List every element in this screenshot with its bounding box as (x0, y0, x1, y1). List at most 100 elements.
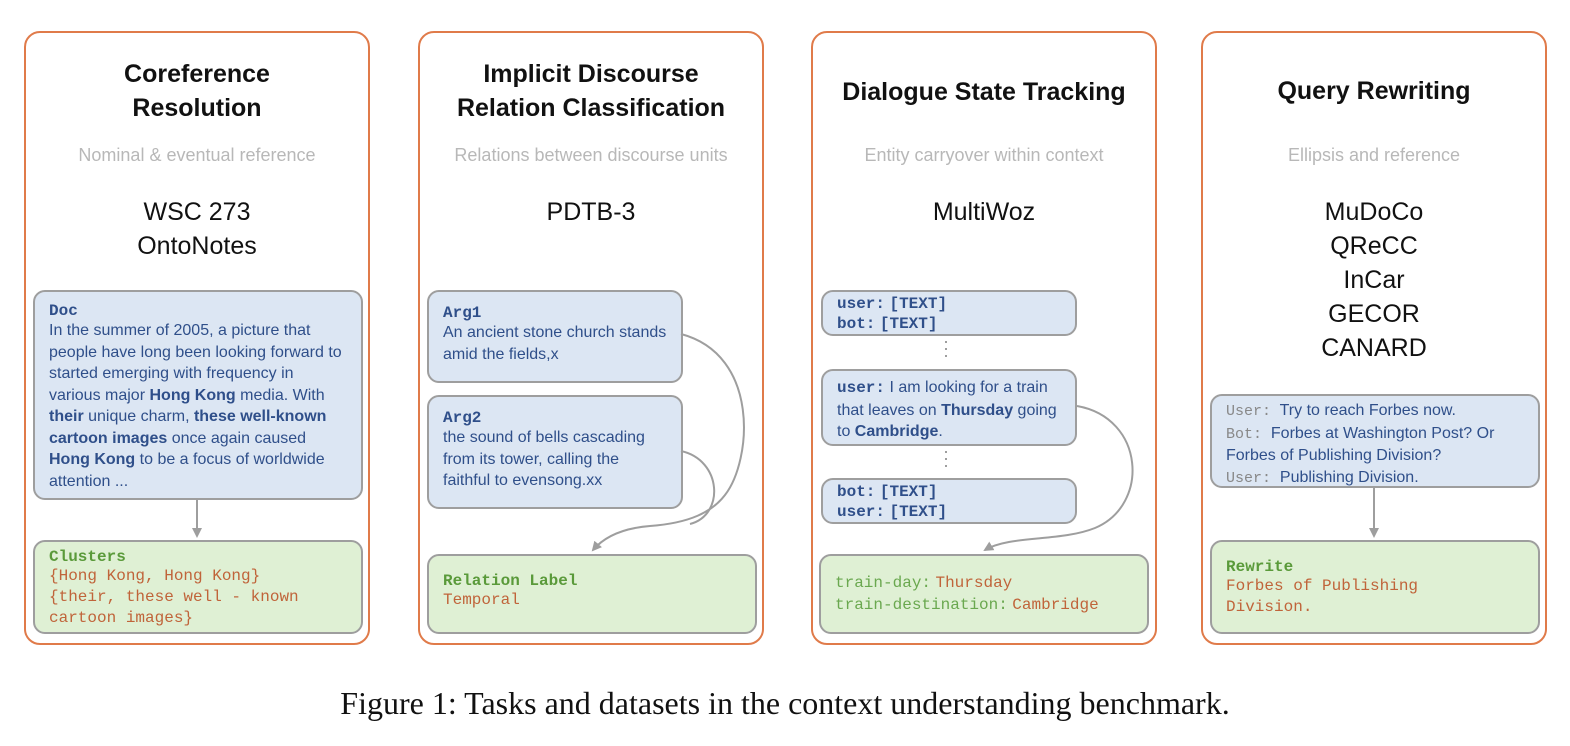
speaker-key: Bot: (1226, 425, 1263, 443)
speaker-key: user: (837, 503, 886, 521)
slot-key: train-day: (835, 574, 932, 592)
mention-cartoon-images: these well-known cartoon images (49, 408, 327, 447)
title-line: Resolution (132, 94, 262, 122)
dataset-list: MultiWoz (813, 195, 1155, 229)
doc-box: Doc In the summer of 2005, a picture tha… (33, 290, 363, 500)
dialogue-bottom-box: bot: [TEXT] user: [TEXT] (821, 478, 1077, 524)
dialog-line: Bot: Forbes at Washington Post? Or Forbe… (1226, 423, 1524, 467)
panel-title: Implicit Discourse Relation Classificati… (420, 57, 762, 125)
placeholder-text: [TEXT] (889, 295, 948, 313)
mention-hong-kong: Hong Kong (49, 451, 136, 468)
arrow-dialogue-to-state (983, 405, 1134, 552)
slot-value-destination: Cambridge (854, 423, 939, 440)
turn-text: . (938, 423, 943, 440)
panel-subtitle: Nominal & eventual reference (78, 145, 316, 165)
figure-caption: Figure 1: Tasks and datasets in the cont… (340, 685, 1230, 721)
doc-heading: Doc (49, 302, 78, 320)
state-box: train-day: Thursday train-destination: C… (819, 554, 1149, 634)
dialogue-top-box: user: [TEXT] bot: [TEXT] (821, 290, 1077, 336)
speaker-key: User: (1226, 469, 1272, 487)
rewrite-heading: Rewrite (1226, 558, 1294, 576)
title-line: Dialogue State Tracking (842, 78, 1126, 106)
turn-text: Try to reach Forbes now. (1279, 402, 1456, 419)
slot-value: Cambridge (1012, 596, 1099, 614)
speaker-key: User: (1226, 403, 1272, 420)
state-line: train-day: Thursday (835, 572, 1133, 594)
turn-text: Forbes at Washington Post? Or Forbes of … (1226, 424, 1495, 465)
dialogue-line: bot: [TEXT] (837, 314, 1061, 334)
doc-text-span: to be a focus of worldwide attention ... (49, 451, 325, 490)
dataset-name: PDTB-3 (546, 198, 636, 226)
panel-subtitle: Relations between discourse units (454, 145, 728, 165)
arg2-heading: Arg2 (443, 409, 482, 427)
clusters-heading: Clusters (49, 548, 126, 566)
panel-subtitle: Ellipsis and reference (1287, 145, 1461, 165)
title-line: Implicit Discourse (483, 60, 699, 88)
dialogue-mid-text: user: I am looking for a train that leav… (837, 377, 1061, 443)
panel-title: Coreference Resolution (26, 57, 368, 125)
dataset-name: InCar (1343, 266, 1405, 294)
slot-key: train-destination: (835, 596, 1008, 614)
arg2-text: the sound of bells cascading from its to… (443, 429, 645, 489)
dataset-list: WSC 273 OntoNotes (26, 195, 368, 263)
placeholder-text: [TEXT] (879, 483, 938, 501)
speaker-key: user: (837, 379, 886, 397)
relation-label-box: Relation Label Temporal (427, 554, 757, 634)
relation-label-heading: Relation Label (443, 572, 578, 590)
slot-value-day: Thursday (941, 401, 1014, 419)
dialogue-line: user: [TEXT] (837, 502, 1061, 522)
speaker-key: user: (837, 295, 886, 313)
clusters-box: Clusters {Hong Kong, Hong Kong} {their, … (33, 540, 363, 634)
dataset-list: MuDoCo QReCC InCar GECOR CANARD (1203, 195, 1545, 365)
title-line: Relation Classification (456, 94, 726, 122)
speaker-key: bot: (837, 483, 876, 501)
dataset-list: PDTB-3 (420, 195, 762, 229)
slot-value: Thursday (935, 574, 1013, 592)
doc-text-span: In the summer of 2005, a picture that pe… (49, 322, 342, 404)
turn-text: I am looking for a train that leaves on (837, 379, 1048, 419)
dataset-name: WSC 273 (143, 198, 251, 226)
title-line: Query Rewriting (1277, 77, 1471, 105)
arrow-arg1-to-label (591, 333, 745, 552)
mention-their: their (49, 408, 84, 425)
arg1-text: An ancient stone church stands amid the … (443, 324, 667, 363)
rewrite-box: Rewrite Forbes of Publishing Division. (1210, 540, 1540, 634)
dataset-name: QReCC (1330, 232, 1418, 260)
doc-text-span: unique charm, (83, 408, 194, 425)
speaker-key: bot: (837, 315, 876, 333)
arg1-heading: Arg1 (443, 304, 482, 322)
rewrite-text: Forbes of Publishing Division. (1226, 577, 1419, 616)
panel-subtitle: Entity carryover within context (864, 145, 1104, 165)
dialogue-mid-box: user: I am looking for a train that leav… (821, 369, 1077, 446)
panel-title: Dialogue State Tracking (813, 75, 1155, 109)
turn-text: going to (837, 401, 1057, 441)
dialog-box: User: Try to reach Forbes now. Bot: Forb… (1210, 394, 1540, 488)
state-line: train-destination: Cambridge (835, 594, 1133, 616)
placeholder-text: [TEXT] (889, 503, 948, 521)
dataset-name: MultiWoz (932, 198, 1036, 226)
mention-hong-kong: Hong Kong (149, 386, 236, 404)
turn-text: Publishing Division. (1279, 468, 1419, 486)
placeholder-text: [TEXT] (879, 315, 938, 333)
dataset-name: OntoNotes (137, 232, 257, 260)
arrow-arg2-to-label (680, 450, 715, 525)
dataset-name: CANARD (1321, 334, 1427, 362)
dataset-name: MuDoCo (1324, 198, 1424, 226)
arg1-box: Arg1 An ancient stone church stands amid… (427, 290, 683, 383)
clusters-text: {Hong Kong, Hong Kong} {their, these wel… (49, 567, 299, 627)
dataset-name: GECOR (1328, 300, 1420, 328)
panel-coreference: Coreference Resolution Nominal & eventua… (24, 31, 370, 645)
title-line: Coreference (124, 60, 270, 88)
arg2-box: Arg2 the sound of bells cascading from i… (427, 395, 683, 509)
dialogue-line: user: [TEXT] (837, 294, 1061, 314)
doc-text: In the summer of 2005, a picture that pe… (49, 320, 347, 492)
panel-title: Query Rewriting (1203, 74, 1545, 108)
panel-query-rewriting: Query Rewriting Ellipsis and reference M… (1201, 31, 1547, 645)
panel-discourse: Implicit Discourse Relation Classificati… (418, 31, 764, 645)
dialog-line: User: Try to reach Forbes now. (1226, 400, 1524, 423)
relation-label-text: Temporal (443, 591, 520, 609)
dialogue-line: bot: [TEXT] (837, 482, 1061, 502)
dialog-line: User: Publishing Division. (1226, 467, 1524, 490)
doc-text-span: media. With (235, 386, 325, 404)
